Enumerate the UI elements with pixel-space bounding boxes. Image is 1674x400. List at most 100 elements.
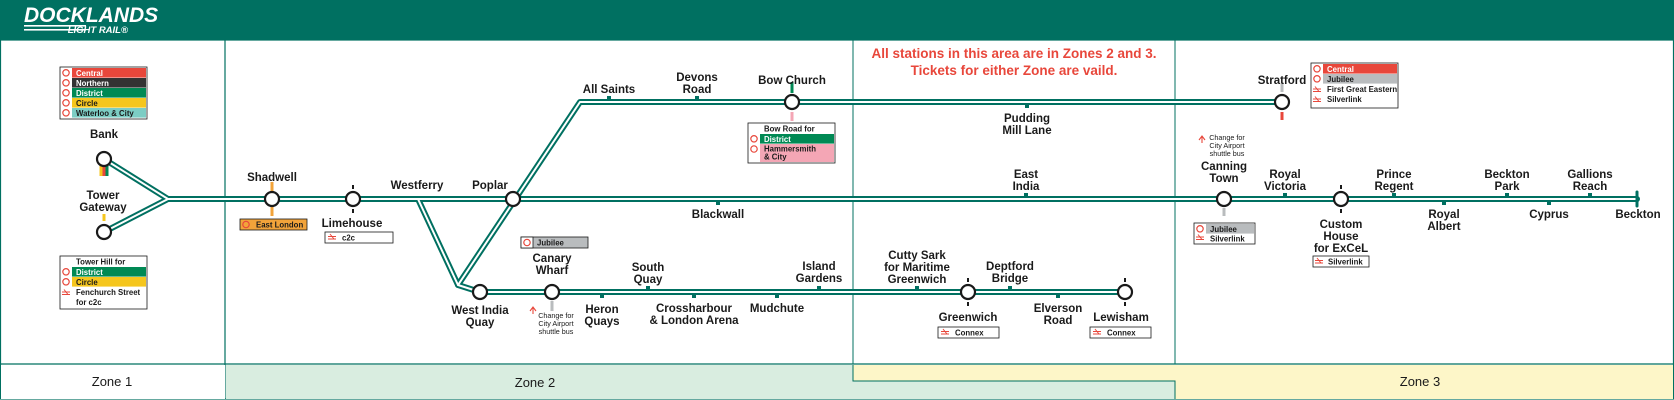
station-south-quay-2: Quay	[634, 274, 663, 286]
station-pudding-mill-2: Mill Lane	[1002, 125, 1051, 137]
tower-hill-rail-2: for c2c	[76, 298, 102, 307]
limehouse-c2c: c2c	[342, 234, 356, 243]
station-island-gardens-1: Island	[802, 261, 835, 273]
tower-hill-district: District	[76, 268, 103, 277]
airport-note-canary-2: City Airport	[538, 319, 573, 328]
station-lewisham: Lewisham	[1093, 312, 1149, 324]
station-tower-gateway-1: Tower	[86, 190, 120, 202]
bank-lines-box: Central Northern District Circle Waterlo…	[59, 66, 148, 120]
station-east-india-1: East	[1014, 169, 1038, 181]
station-all-saints: All Saints	[583, 84, 635, 96]
bank-line-circle: Circle	[76, 99, 98, 108]
station-bank: Bank	[90, 129, 119, 141]
greenwich-box: Connex	[937, 326, 1000, 339]
station-heron-quays-2: Quays	[584, 316, 619, 328]
station-tower-gateway-2: Gateway	[79, 202, 127, 214]
dlr-logo: DOCKLANDS LIGHT RAIL®	[24, 4, 158, 36]
canning-town-jubilee: Jubilee	[1210, 225, 1238, 234]
shadwell-east-london: East London	[256, 221, 303, 230]
greenwich-connex: Connex	[955, 329, 984, 338]
bow-road-box: Bow Road for District Hammersmith & City	[747, 122, 836, 164]
station-beckton: Beckton	[1615, 209, 1660, 221]
zone2-band	[226, 365, 1175, 399]
station-royal-albert-2: Albert	[1427, 221, 1460, 233]
station-limehouse: Limehouse	[322, 218, 383, 230]
bow-road-city: & City	[764, 153, 787, 162]
zone2-label: Zone 2	[515, 375, 555, 390]
station-cutty-sark-2: for Maritime	[884, 262, 950, 274]
zone-bar: Zone 1 Zone 2 Zone 3	[1, 365, 1673, 399]
station-labels: Bank Tower Gateway Shadwell Limehouse We…	[79, 72, 1660, 329]
station-custom-house-2: House	[1323, 231, 1358, 243]
notice-line1: All stations in this area are in Zones 2…	[871, 46, 1156, 61]
custom-house-box: Silverlink	[1312, 255, 1370, 268]
bow-road-title: Bow Road for	[764, 125, 815, 134]
station-poplar: Poplar	[472, 180, 508, 192]
station-west-india-quay-2: Quay	[466, 317, 495, 329]
zone3-label: Zone 3	[1400, 374, 1440, 389]
custom-house-silverlink: Silverlink	[1328, 258, 1363, 267]
lewisham-box: Connex	[1089, 326, 1152, 339]
station-east-india-2: India	[1013, 181, 1040, 193]
station-royal-victoria-2: Victoria	[1264, 181, 1307, 193]
station-royal-albert-1: Royal	[1428, 209, 1459, 221]
station-canary-wharf-1: Canary	[533, 253, 573, 265]
station-ticks	[600, 96, 1592, 298]
station-bow-church: Bow Church	[758, 75, 826, 87]
airport-note-canning: Change for City Airport shuttle bus	[1198, 133, 1245, 158]
bank-line-district: District	[76, 89, 103, 98]
stratford-rail-1: First Great Eastern	[1327, 85, 1397, 94]
tower-hill-rail-1: Fenchurch Street	[76, 288, 141, 297]
station-canning-town-1: Canning	[1201, 161, 1247, 173]
canary-wharf-jubilee: Jubilee	[537, 239, 565, 248]
station-stratford: Stratford	[1258, 75, 1307, 87]
stratford-box: Central Jubilee First Great Eastern Silv…	[1310, 62, 1399, 109]
station-deptford-bridge-2: Bridge	[992, 273, 1028, 285]
station-westferry: Westferry	[391, 180, 444, 192]
stratford-central: Central	[1327, 65, 1354, 74]
station-blackwall: Blackwall	[692, 209, 744, 221]
canning-town-box: Jubilee Silverlink	[1193, 222, 1256, 245]
shadwell-box: East London	[239, 218, 308, 231]
station-south-quay-1: South	[632, 262, 665, 274]
canning-town-silverlink: Silverlink	[1210, 235, 1245, 244]
airport-note-canary-3: shuttle bus	[539, 327, 574, 336]
tower-hill-circle: Circle	[76, 278, 98, 287]
station-prince-regent-1: Prince	[1376, 169, 1411, 181]
station-cutty-sark-3: Greenwich	[888, 274, 947, 286]
station-custom-house-1: Custom	[1320, 219, 1363, 231]
logo-line2: LIGHT RAIL®	[68, 25, 128, 36]
zone1-band	[1, 365, 225, 399]
airport-note-canning-1: Change for	[1209, 133, 1245, 142]
station-canning-town-2: Town	[1209, 173, 1238, 185]
station-island-gardens-2: Gardens	[796, 273, 843, 285]
station-crossharbour-1: Crossharbour	[656, 303, 733, 315]
lewisham-connex: Connex	[1107, 329, 1136, 338]
station-devons-road-1: Devons	[676, 72, 718, 84]
station-gallions-reach-2: Reach	[1573, 181, 1608, 193]
station-prince-regent-2: Regent	[1375, 181, 1414, 193]
station-shadwell: Shadwell	[247, 172, 297, 184]
bank-line-central: Central	[76, 69, 103, 78]
header-band	[0, 0, 1674, 40]
station-canary-wharf-2: Wharf	[536, 265, 569, 277]
tower-hill-box: Tower Hill for District Circle Fenchurch…	[59, 255, 148, 310]
zone3-band	[853, 365, 1673, 399]
station-beckton-park-2: Park	[1495, 181, 1521, 193]
station-crossharbour-2: & London Arena	[649, 315, 739, 327]
station-devons-road-2: Road	[683, 84, 712, 96]
interchange-nodes	[95, 82, 1350, 311]
station-pudding-mill-1: Pudding	[1004, 113, 1050, 125]
notice-line2: Tickets for either Zone are vaild.	[911, 63, 1118, 78]
bow-road-district: District	[764, 135, 791, 144]
airport-note-canary: Change for City Airport shuttle bus	[529, 306, 574, 336]
stratford-jubilee: Jubilee	[1327, 75, 1355, 84]
bank-line-waterloo-city: Waterloo & City	[76, 109, 134, 118]
station-deptford-bridge-1: Deptford	[986, 261, 1034, 273]
canary-wharf-box: Jubilee	[520, 236, 589, 249]
station-beckton-park-1: Beckton	[1484, 169, 1529, 181]
station-custom-house-3: for ExCeL	[1314, 243, 1368, 255]
station-cyprus: Cyprus	[1529, 209, 1569, 221]
logo-line1: DOCKLANDS	[24, 4, 158, 27]
